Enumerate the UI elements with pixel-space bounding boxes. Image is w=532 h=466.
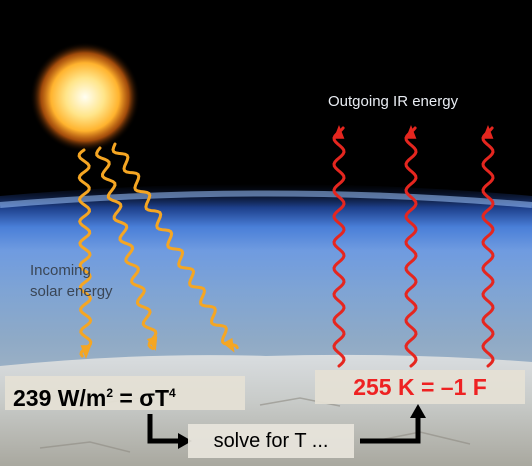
temperature-result: 255 K = –1 F [315, 370, 525, 404]
incoming-ray [111, 142, 239, 353]
incoming-rays [77, 142, 239, 359]
incoming-label-line-2: solar energy [30, 283, 113, 300]
outgoing-rays [332, 125, 495, 368]
equation-lhs: 239 W/m [13, 385, 107, 411]
equation-middle: = σT [113, 385, 170, 411]
sun [30, 42, 140, 152]
outgoing-ray [481, 125, 495, 368]
incoming-ray [95, 146, 158, 351]
incoming-ray [77, 148, 93, 359]
solve-for-t-label: solve for T ... [188, 424, 354, 458]
incoming-solar-label: Incoming solar energy [30, 260, 113, 302]
atmosphere [0, 184, 532, 380]
outgoing-ir-label: Outgoing IR energy [328, 93, 459, 110]
outgoing-ray [332, 125, 346, 368]
solve-arrow-right [360, 404, 426, 444]
outgoing-ray [404, 125, 418, 368]
solve-arrow-left [147, 414, 192, 449]
atmosphere-glow [0, 190, 532, 208]
energy-balance-equation: 239 W/m2 = σT4 [5, 376, 245, 411]
equation-exponent-lhs: 2 [106, 386, 114, 400]
equation-exponent-rhs: 4 [169, 386, 176, 400]
incoming-label-line-1: Incoming [30, 262, 91, 279]
